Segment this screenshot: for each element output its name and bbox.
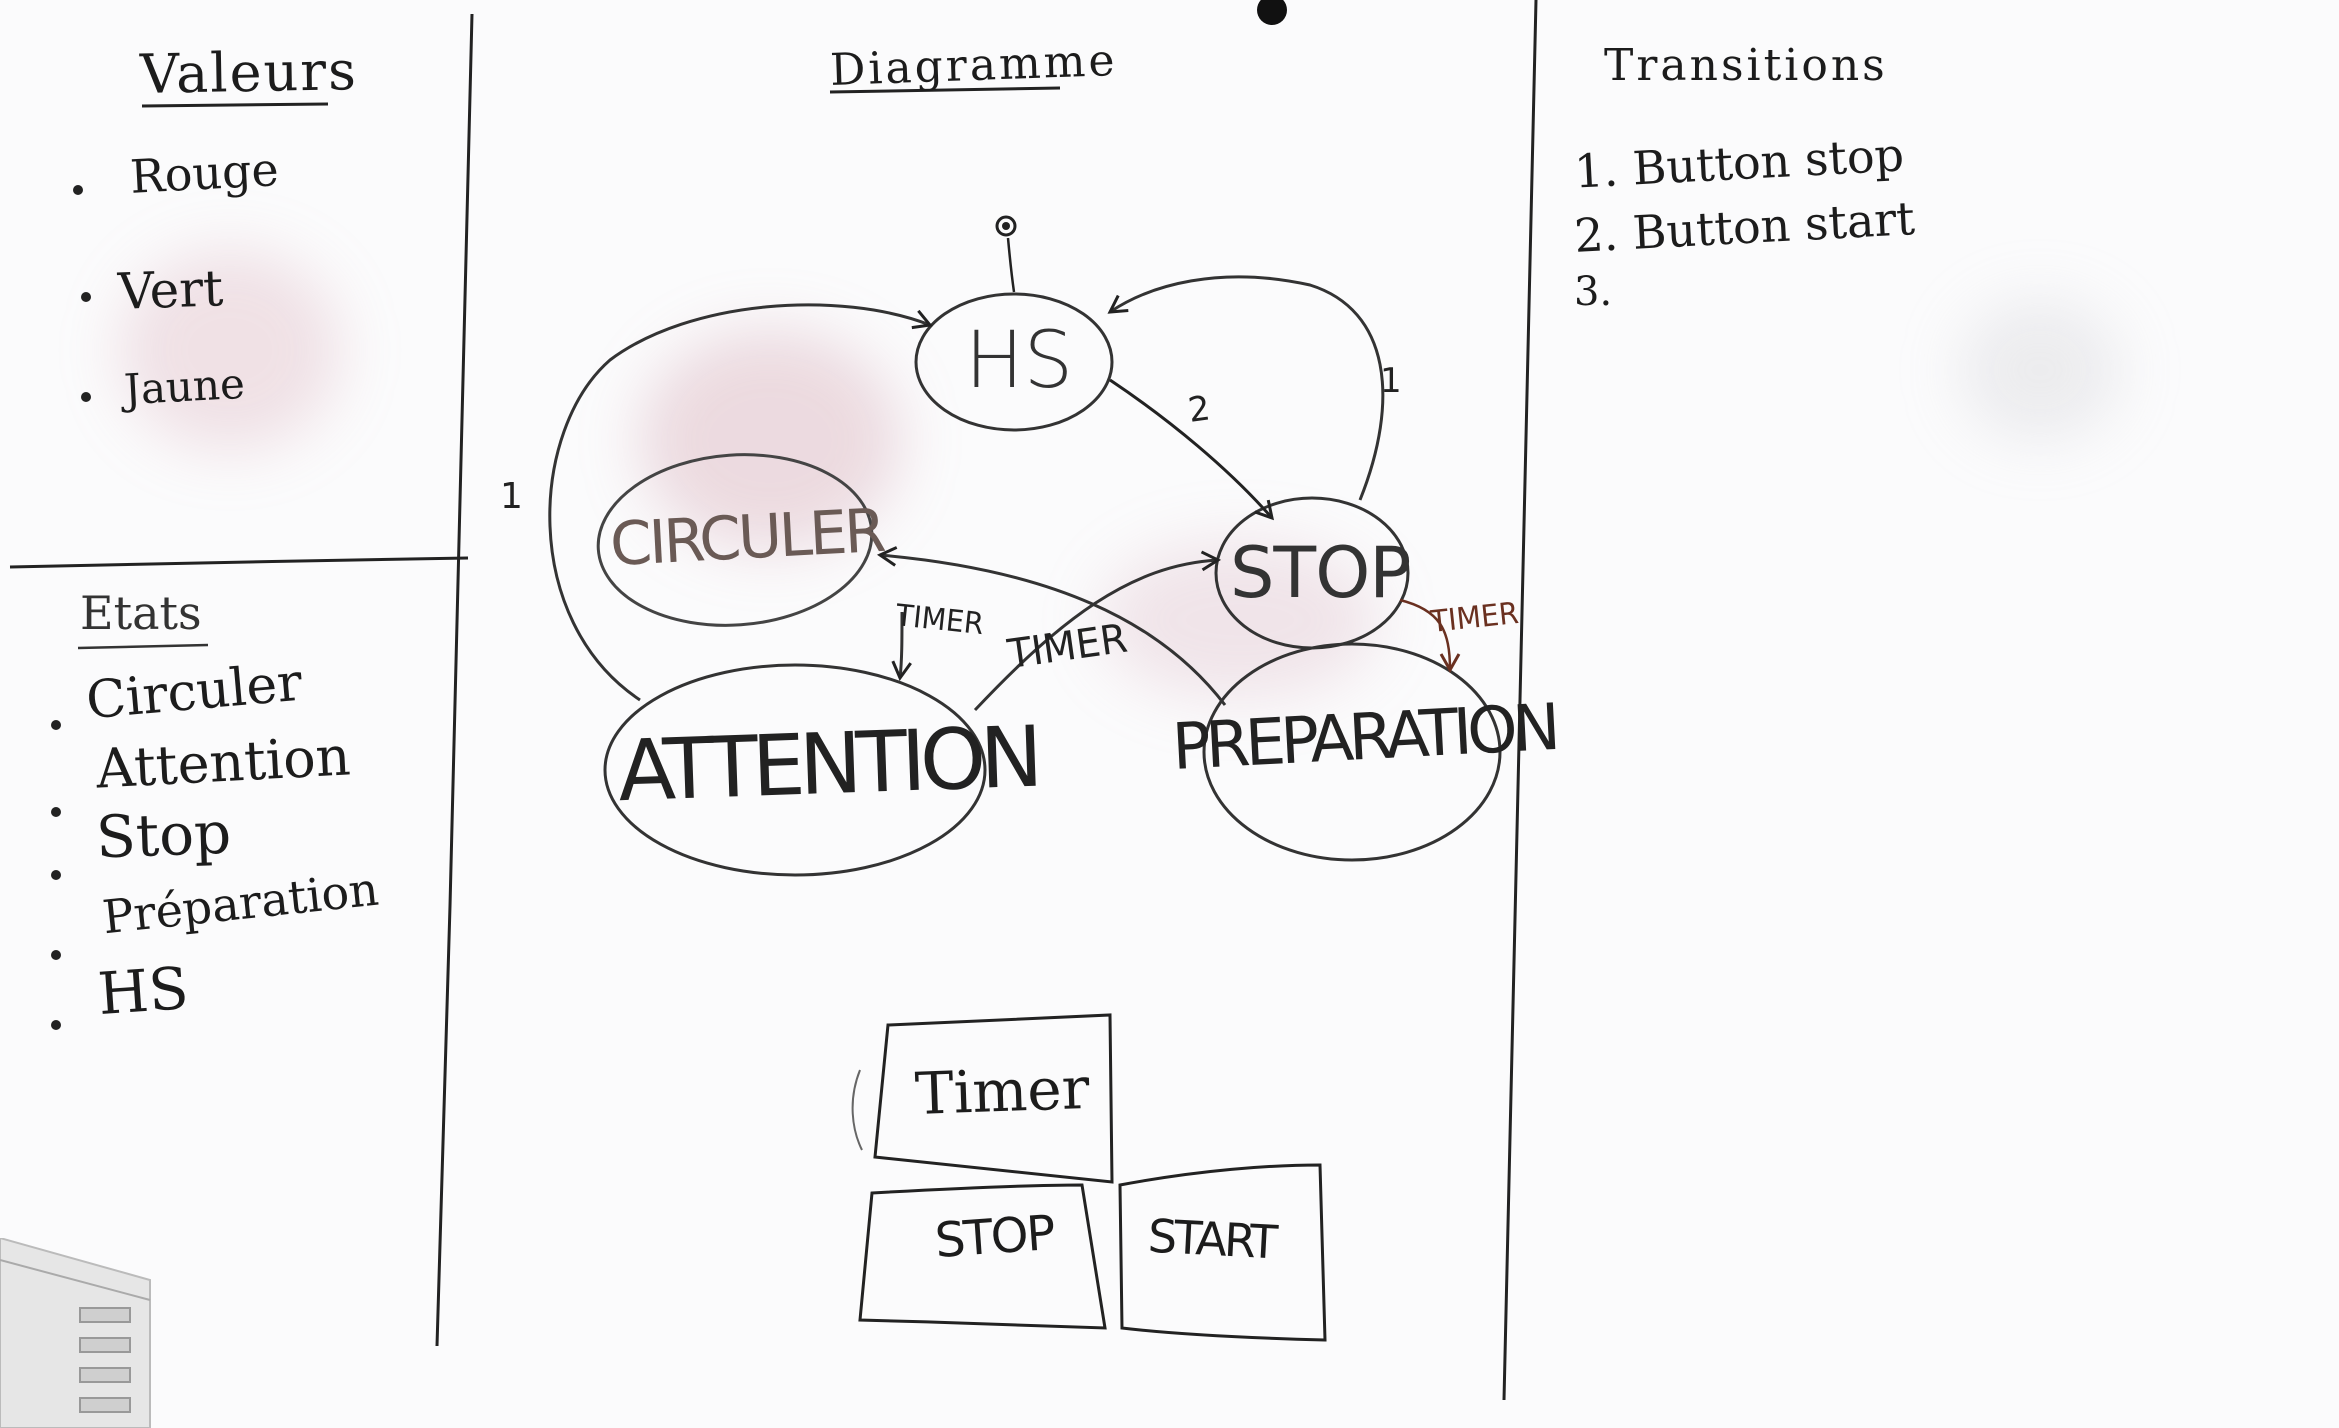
transitions-title: Transitions xyxy=(1604,40,1888,91)
arrow-attention-to-hs xyxy=(548,303,933,702)
diagramme-underline xyxy=(829,86,1061,94)
etats-title: Etats xyxy=(80,586,202,640)
state-circuler xyxy=(596,453,874,627)
eraser xyxy=(0,1238,151,1428)
valeur-item: Rouge xyxy=(128,142,280,204)
arrow-hs-to-stop xyxy=(1109,378,1275,521)
state-hs-label: HS xyxy=(965,316,1074,406)
magnet xyxy=(1257,0,1287,25)
diagramme-title: Diagramme xyxy=(829,34,1119,97)
stop-control-box xyxy=(858,1183,1107,1330)
transition-item: 3. xyxy=(1574,269,1613,315)
state-attention-label: ATTENTION xyxy=(616,707,1039,821)
arrow-preparation-to-circuler xyxy=(876,546,1227,706)
label-hs-to-stop: 2 xyxy=(1186,388,1213,431)
state-attention xyxy=(603,663,987,877)
state-preparation xyxy=(1202,642,1502,862)
state-circuler-label: CIRCULER xyxy=(608,495,885,581)
control-stop-label: STOP xyxy=(933,1204,1056,1270)
label-stop-to-hs: 1 xyxy=(1380,361,1402,401)
bullet xyxy=(73,185,83,195)
label-attention-to-stop: TIMER xyxy=(1004,616,1130,678)
etat-item: Stop xyxy=(94,798,233,872)
control-timer-label: Timer xyxy=(913,1053,1091,1129)
label-circuler-to-attention: TIMER xyxy=(893,598,985,642)
label-attention-to-hs: 1 xyxy=(500,476,523,517)
bullet xyxy=(51,720,61,730)
state-preparation-label: PREPARATION xyxy=(1170,691,1558,785)
arrow-circuler-to-attention xyxy=(891,611,912,682)
arrow-attention-to-stop xyxy=(973,550,1222,712)
label-stop-to-preparation: TIMER xyxy=(1428,596,1520,640)
initial-state xyxy=(995,215,1017,237)
bullet xyxy=(51,1020,61,1030)
divider-right-vertical xyxy=(1502,0,1538,1401)
bullet xyxy=(51,807,61,817)
timer-box-flourish xyxy=(851,1069,863,1151)
etat-item: Attention xyxy=(94,724,352,801)
bullet xyxy=(81,392,91,402)
divider-left-horizontal xyxy=(9,556,469,569)
bullet xyxy=(51,950,61,960)
start-control-box xyxy=(1118,1163,1327,1342)
divider-left-vertical xyxy=(435,13,474,1347)
etats-underline xyxy=(77,643,209,650)
bullet xyxy=(51,870,61,880)
valeur-item: Vert xyxy=(117,259,225,321)
valeurs-title: Valeurs xyxy=(139,39,359,106)
arrow-stop-to-preparation xyxy=(1399,598,1461,674)
control-start-label: START xyxy=(1146,1208,1277,1270)
bullet xyxy=(81,292,91,302)
initial-arrow xyxy=(1006,237,1016,293)
timer-box xyxy=(873,1013,1114,1184)
valeurs-underline xyxy=(141,102,329,108)
state-stop-label: STOP xyxy=(1230,532,1412,614)
valeur-item: Jaune xyxy=(122,358,247,415)
arrow-stop-to-hs xyxy=(1107,275,1385,501)
state-hs xyxy=(914,292,1114,432)
etat-item: HS xyxy=(95,953,191,1029)
